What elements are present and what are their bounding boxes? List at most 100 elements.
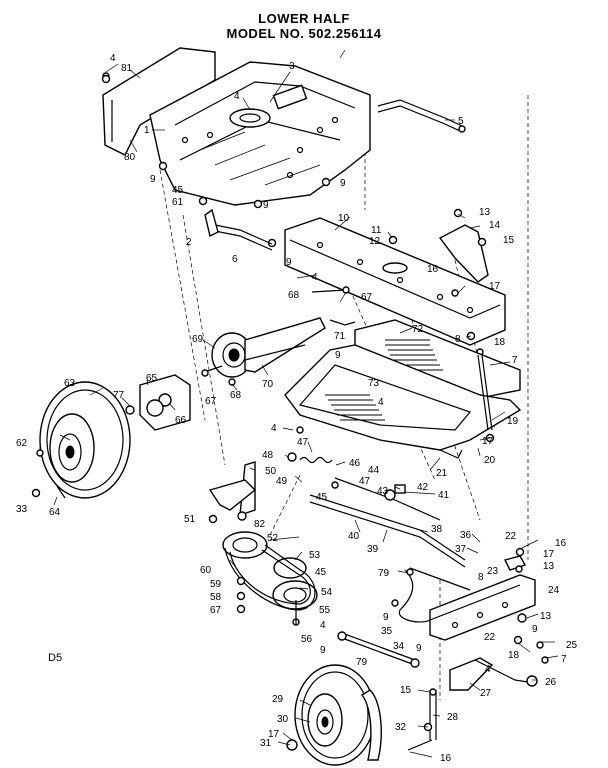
callout-34: 34 [393,641,405,652]
callout-50: 50 [265,466,277,477]
callout-40: 40 [348,531,360,542]
callout-16: 16 [555,538,567,549]
callout-71: 71 [334,331,346,342]
callout-9: 9 [340,178,346,189]
callout-36: 36 [460,530,472,541]
top-chassis-frame [149,61,371,206]
callout-11: 11 [371,225,382,236]
callout-67: 67 [361,292,373,303]
callout-38: 38 [431,524,443,535]
callout-7: 7 [561,654,567,665]
callout-63: 63 [64,378,76,389]
callout-9: 9 [320,645,326,656]
callout-27: 27 [480,688,492,699]
callout-45: 45 [316,492,328,503]
callout-51: 51 [184,514,196,525]
callout-9: 9 [286,257,292,268]
callout-19: 19 [507,416,519,427]
callout-39: 39 [367,544,379,555]
callout-68: 68 [288,290,300,301]
callout-16: 16 [440,753,452,764]
callout-33: 33 [16,504,28,515]
callout-55: 55 [319,605,331,616]
callout-47: 47 [297,437,309,448]
callout-13: 13 [540,611,552,622]
callout-15: 15 [400,685,412,696]
rear-axle-housing-24 [429,547,549,664]
callout-4: 4 [110,53,116,64]
lever-6 [204,208,273,251]
callout-69: 69 [192,334,204,345]
callout-61: 61 [172,197,184,208]
callout-21: 21 [436,468,448,479]
pulley-69 [201,317,326,386]
callout-45: 45 [172,185,184,196]
callout-47: 47 [359,476,371,487]
callout-52: 52 [267,533,279,544]
callout-48: 48 [262,450,274,461]
callout-35: 35 [381,626,393,637]
callout-53: 53 [309,550,321,561]
callout-28: 28 [447,712,459,723]
hub-65 [125,374,191,431]
callout-12: 12 [369,236,381,247]
callout-49: 49 [276,476,288,487]
diagram-code: D5 [48,652,63,664]
callout-14: 14 [489,220,501,231]
spring-47 [287,426,333,464]
callout-9: 9 [416,643,422,654]
spindle-27 [407,657,494,751]
callout-60: 60 [200,565,212,576]
callout-17: 17 [268,729,280,740]
leader-lines [39,49,559,758]
model-number: MODEL NO. 502.256114 [226,26,382,41]
callout-79: 79 [356,657,368,668]
callout-26: 26 [545,677,557,688]
callout-41: 41 [438,490,450,501]
callout-24: 24 [548,585,560,596]
callout-30: 30 [277,714,289,725]
callout-16: 16 [427,264,439,275]
callout-9: 9 [150,174,156,185]
callout-23: 23 [487,566,499,577]
callout-46: 46 [349,458,361,469]
callout-59: 59 [210,579,222,590]
callout-68: 68 [230,390,242,401]
callout-4: 4 [234,91,240,102]
callout-13: 13 [479,207,491,218]
callout-42: 42 [417,482,429,493]
front-wheel-29 [286,664,382,766]
callout-2: 2 [186,237,192,248]
rod-5 [377,99,466,133]
callout-73: 73 [368,378,380,389]
callout-9: 9 [383,612,389,623]
callout-18: 18 [494,337,506,348]
callout-8: 8 [455,334,461,345]
rod-19 [477,354,495,443]
callout-29: 29 [272,694,284,705]
rod-68 [311,286,356,326]
left-wheel-63 [31,381,131,499]
callout-5: 5 [458,116,464,127]
callout-72: 72 [412,324,424,335]
callout-66: 66 [175,415,187,426]
callout-79: 79 [378,568,390,579]
callout-6: 6 [232,254,238,265]
callout-81: 81 [121,63,133,74]
callout-4: 4 [485,664,491,675]
callout-65: 65 [146,373,158,384]
main-frame-10 [284,217,506,346]
tie-rod-79 [337,567,471,668]
callout-54: 54 [321,587,333,598]
callout-22: 22 [484,632,496,643]
callout-62: 62 [16,438,28,449]
callout-9: 9 [263,200,269,211]
lever-assembly-50 [208,461,257,524]
callout-18: 18 [508,650,520,661]
callout-17: 17 [489,281,501,292]
callout-3: 3 [289,61,295,72]
callout-44: 44 [368,465,380,476]
callout-58: 58 [210,592,222,603]
callout-37: 37 [455,544,467,555]
callout-13: 13 [543,561,555,572]
